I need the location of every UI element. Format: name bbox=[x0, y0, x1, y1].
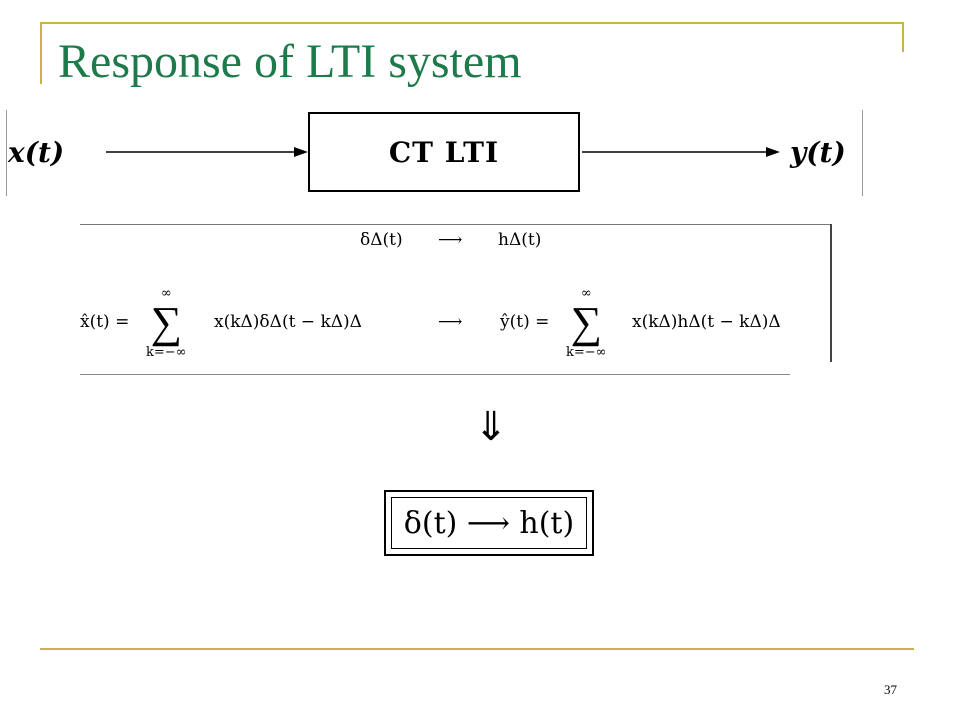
panel-border-right bbox=[830, 224, 832, 362]
decorative-line-left bbox=[40, 22, 42, 84]
sum-input: ∞ ∑ k=−∞ bbox=[146, 286, 187, 360]
sum-upper-limit: ∞ bbox=[160, 286, 172, 301]
equations-panel: δΔ(t) ⟶ hΔ(t) x̂(t) = ∞ ∑ k=−∞ x(kΔ)δΔ(t… bbox=[80, 224, 832, 375]
response-delta-label: hΔ(t) bbox=[498, 230, 542, 250]
signal-arrows bbox=[106, 147, 780, 157]
diagram-edge-right bbox=[862, 110, 863, 196]
decorative-line-right bbox=[902, 22, 904, 52]
input-signal-label: x(t) bbox=[8, 136, 65, 169]
y-hat-term: x(kΔ)hΔ(t − kΔ)Δ bbox=[632, 312, 781, 332]
system-box: CT LTI bbox=[308, 112, 580, 192]
diagram-edge-left bbox=[6, 110, 7, 196]
impulse-delta-label: δΔ(t) bbox=[360, 230, 403, 250]
implies-arrow: ⇓ bbox=[474, 404, 508, 450]
block-diagram: x(t) CT LTI y(t) bbox=[0, 110, 870, 196]
decorative-line-bottom bbox=[40, 648, 914, 650]
x-hat-lhs: x̂(t) = bbox=[80, 312, 130, 332]
y-hat-lhs: ŷ(t) = bbox=[500, 312, 550, 332]
sum-output: ∞ ∑ k=−∞ bbox=[566, 286, 607, 360]
sum-symbol: ∑ bbox=[150, 298, 182, 347]
arrow-1: ⟶ bbox=[438, 230, 463, 250]
panel-border-top bbox=[80, 224, 832, 225]
sum-symbol: ∑ bbox=[570, 298, 602, 347]
slide-title: Response of LTI system bbox=[58, 35, 522, 88]
panel-border-bottom bbox=[80, 374, 790, 375]
output-signal-label: y(t) bbox=[790, 136, 846, 169]
result-box: δ(t) ⟶ h(t) bbox=[384, 490, 594, 556]
sum-lower-limit: k=−∞ bbox=[566, 345, 607, 360]
sum-lower-limit: k=−∞ bbox=[146, 345, 187, 360]
decorative-line-top bbox=[40, 22, 904, 24]
x-hat-term: x(kΔ)δΔ(t − kΔ)Δ bbox=[214, 312, 362, 332]
result-expression: δ(t) ⟶ h(t) bbox=[391, 497, 587, 549]
arrow-2: ⟶ bbox=[438, 312, 463, 332]
sum-upper-limit: ∞ bbox=[580, 286, 592, 301]
page-number: 37 bbox=[884, 682, 897, 697]
